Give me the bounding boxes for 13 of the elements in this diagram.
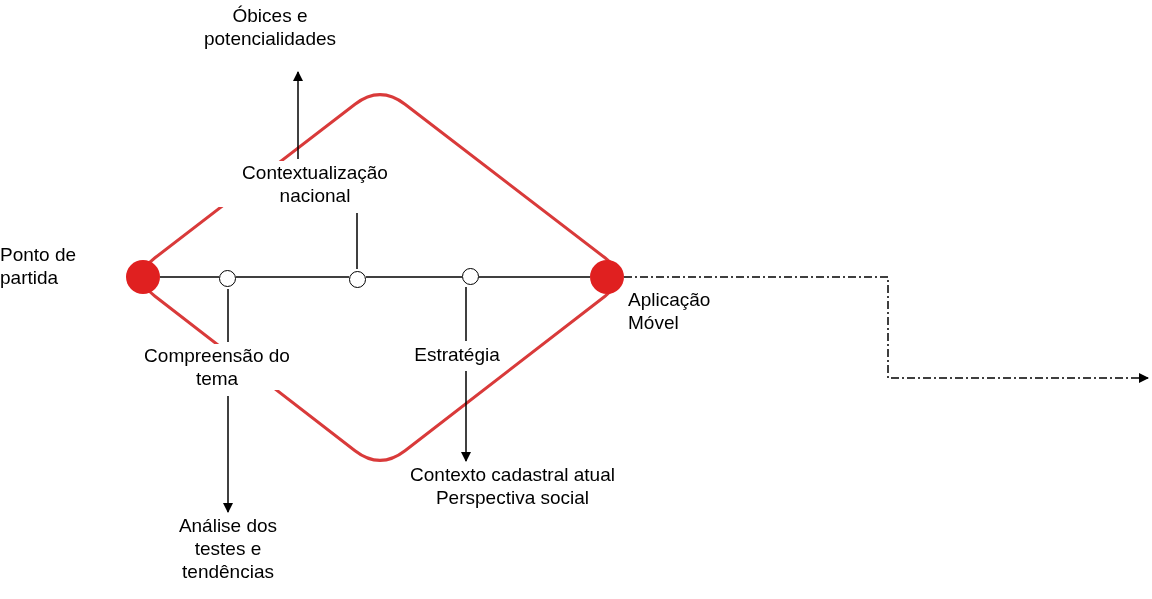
connector-line: [478, 276, 591, 278]
node-caption: Ponto de partida: [0, 243, 78, 289]
connector-line: [356, 212, 358, 270]
connector-line: [465, 286, 467, 342]
arrow: [293, 71, 303, 160]
connector-line: [159, 276, 220, 278]
connector-line: [235, 276, 350, 278]
connector-line: [365, 276, 463, 278]
connector-line: [227, 288, 229, 343]
arrow: [461, 370, 471, 462]
arrow: [223, 395, 233, 513]
node-caption: Aplicação Móvel: [628, 288, 712, 334]
arrow: [623, 276, 1149, 383]
